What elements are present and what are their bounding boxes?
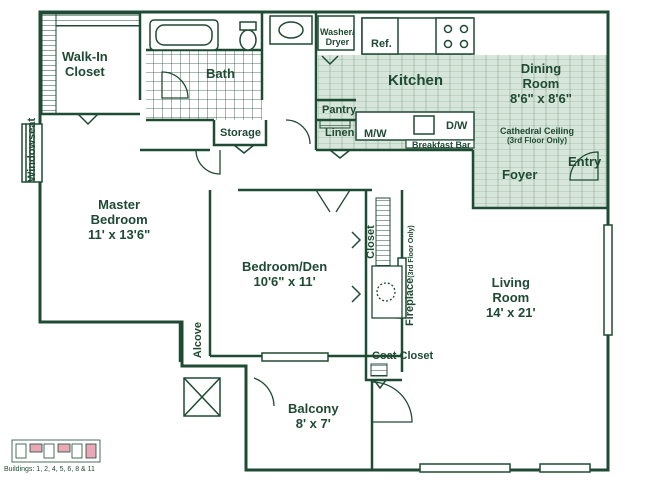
coat-closet-shelf	[370, 363, 388, 377]
dishwasher-label: D/W	[446, 120, 468, 132]
walk-in-closet-shelf-top	[55, 13, 141, 27]
bath-tile-floor	[146, 50, 262, 120]
bath-fixtures	[149, 15, 313, 51]
foyer-label: Foyer	[502, 167, 538, 182]
windowseat-label: Windowseat	[25, 117, 38, 183]
walk-in-closet-shelf	[41, 13, 57, 115]
breakfast-bar-label: Breakfast Bar	[412, 140, 471, 150]
door-chevrons	[77, 55, 387, 390]
cathedral-ceiling-label: Cathedral Ceiling(3rd Floor Only)	[500, 126, 575, 146]
breakfast-bar-counter	[405, 139, 475, 149]
linen-label: Linen	[325, 127, 355, 139]
pantry-label: Pantry	[322, 104, 357, 116]
bath-label: Bath	[206, 66, 235, 81]
windows	[21, 123, 613, 473]
closet-label: Closet	[364, 225, 377, 259]
kitchen-label: Kitchen	[388, 72, 444, 89]
entry-label: Entry	[568, 154, 602, 169]
storage-label: Storage	[220, 127, 261, 139]
doors	[161, 71, 599, 423]
buildings-caption: Buildings: 1, 2, 4, 5, 6, 8 & 11	[4, 466, 95, 473]
fireplace-label: Fireplace(3rd Floor Only)	[403, 225, 416, 327]
balcony-storage	[183, 377, 221, 417]
washer-dryer-label: Washer/Dryer	[320, 27, 355, 48]
fireplace-unit	[371, 265, 403, 319]
ref-label: Ref.	[371, 38, 392, 50]
alcove-label: Alcove	[191, 322, 204, 359]
building-key-icon	[11, 439, 101, 463]
microwave-label: M/W	[364, 128, 387, 140]
coat-closet-label: Coat Closet	[372, 350, 434, 362]
foyer-floor	[473, 150, 608, 208]
kitchen-counters	[317, 15, 475, 141]
